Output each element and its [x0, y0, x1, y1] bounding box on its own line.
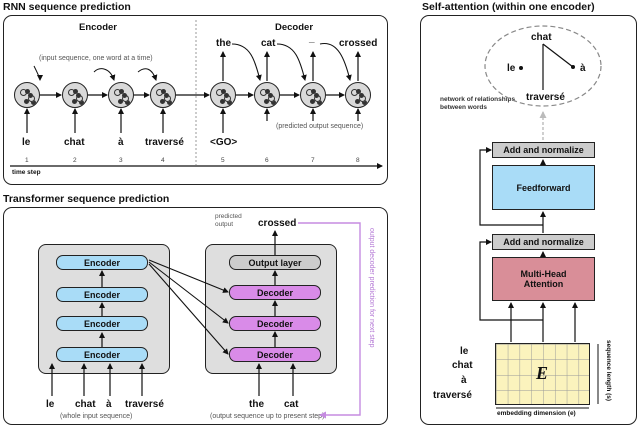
transformer-input-word: le	[46, 399, 55, 410]
decoder-input-note: (output sequence up to present step)	[210, 413, 325, 420]
time-step-number: 3	[119, 157, 123, 164]
encoder-block: Encoder	[56, 347, 148, 362]
matrix-row-word: chat	[452, 360, 473, 371]
decoder-input-word: cat	[284, 399, 299, 410]
add-normalize-block: Add and normalize	[492, 142, 595, 158]
graph-word: à	[580, 63, 586, 74]
embedding-dim-label: embedding dimension (e)	[497, 410, 576, 417]
rnn-cell	[300, 82, 326, 108]
matrix-symbol: E	[536, 363, 549, 383]
predicted-output-label: predicted output	[215, 213, 242, 228]
matrix-row-word: à	[461, 375, 467, 386]
time-step-number: 7	[311, 157, 315, 164]
time-step-number: 1	[25, 157, 29, 164]
rnn-output-note: (predicted output sequence)	[276, 123, 364, 130]
transformer-title: Transformer sequence prediction	[3, 193, 170, 205]
rnn-cell	[62, 82, 88, 108]
time-axis-label: time step	[12, 169, 41, 176]
sequence-length-label: sequence length (s)	[605, 340, 612, 402]
add-normalize-block: Add and normalize	[492, 234, 595, 250]
encoder-block: Encoder	[56, 287, 148, 302]
transformer-input-word: à	[106, 399, 112, 410]
multi-head-attention-block: Multi-Head Attention	[492, 257, 595, 301]
rnn-input-word: chat	[64, 137, 85, 148]
rnn-panel	[3, 15, 388, 185]
feedforward-block: Feedforward	[492, 165, 595, 210]
rnn-cell	[210, 82, 236, 108]
rnn-title: RNN sequence prediction	[3, 1, 131, 13]
rnn-output-word: _	[309, 33, 315, 44]
matrix-row-word: le	[460, 346, 469, 357]
decoder-block: Decoder	[229, 316, 321, 331]
rnn-cell	[150, 82, 176, 108]
time-step-number: 8	[356, 157, 360, 164]
decoder-block: Decoder	[229, 285, 321, 300]
predicted-word: crossed	[258, 218, 297, 229]
rnn-input-note: (input sequence, one word at a time)	[39, 55, 153, 62]
time-step-number: 5	[221, 157, 225, 164]
rnn-input-word: <GO>	[210, 137, 238, 148]
time-step-number: 6	[265, 157, 269, 164]
rnn-cell	[345, 82, 371, 108]
graph-word: chat	[531, 32, 552, 43]
encoder-block: Encoder	[56, 255, 148, 270]
rnn-cell	[108, 82, 134, 108]
decoder-block: Decoder	[229, 347, 321, 362]
transformer-input-note: (whole input sequence)	[60, 413, 133, 420]
graph-word: traversé	[526, 92, 565, 103]
decoder-input-word: the	[249, 399, 264, 410]
matrix-row-word: traversé	[433, 390, 472, 401]
rnn-input-word: le	[22, 137, 31, 148]
feedback-label: output decoder prediction for next step	[368, 228, 375, 348]
time-step-number: 2	[73, 157, 77, 164]
rnn-cell	[254, 82, 280, 108]
output-layer-block: Output layer	[229, 255, 321, 270]
transformer-input-word: traversé	[125, 399, 164, 410]
rnn-output-word: crossed	[339, 38, 378, 49]
rnn-encoder-label: Encoder	[79, 22, 118, 33]
graph-word: le	[507, 63, 516, 74]
encoder-block: Encoder	[56, 316, 148, 331]
rnn-input-word: traversé	[145, 137, 184, 148]
rnn-output-word: the	[216, 38, 231, 49]
embedding-matrix	[495, 343, 590, 405]
network-note: network of relationships between words	[440, 96, 516, 111]
transformer-input-word: chat	[75, 399, 96, 410]
time-step-number: 4	[161, 157, 165, 164]
rnn-output-word: cat	[261, 38, 276, 49]
self-attention-title: Self-attention (within one encoder)	[422, 1, 595, 13]
rnn-cell	[14, 82, 40, 108]
rnn-decoder-label: Decoder	[275, 22, 314, 33]
rnn-input-word: à	[118, 137, 124, 148]
